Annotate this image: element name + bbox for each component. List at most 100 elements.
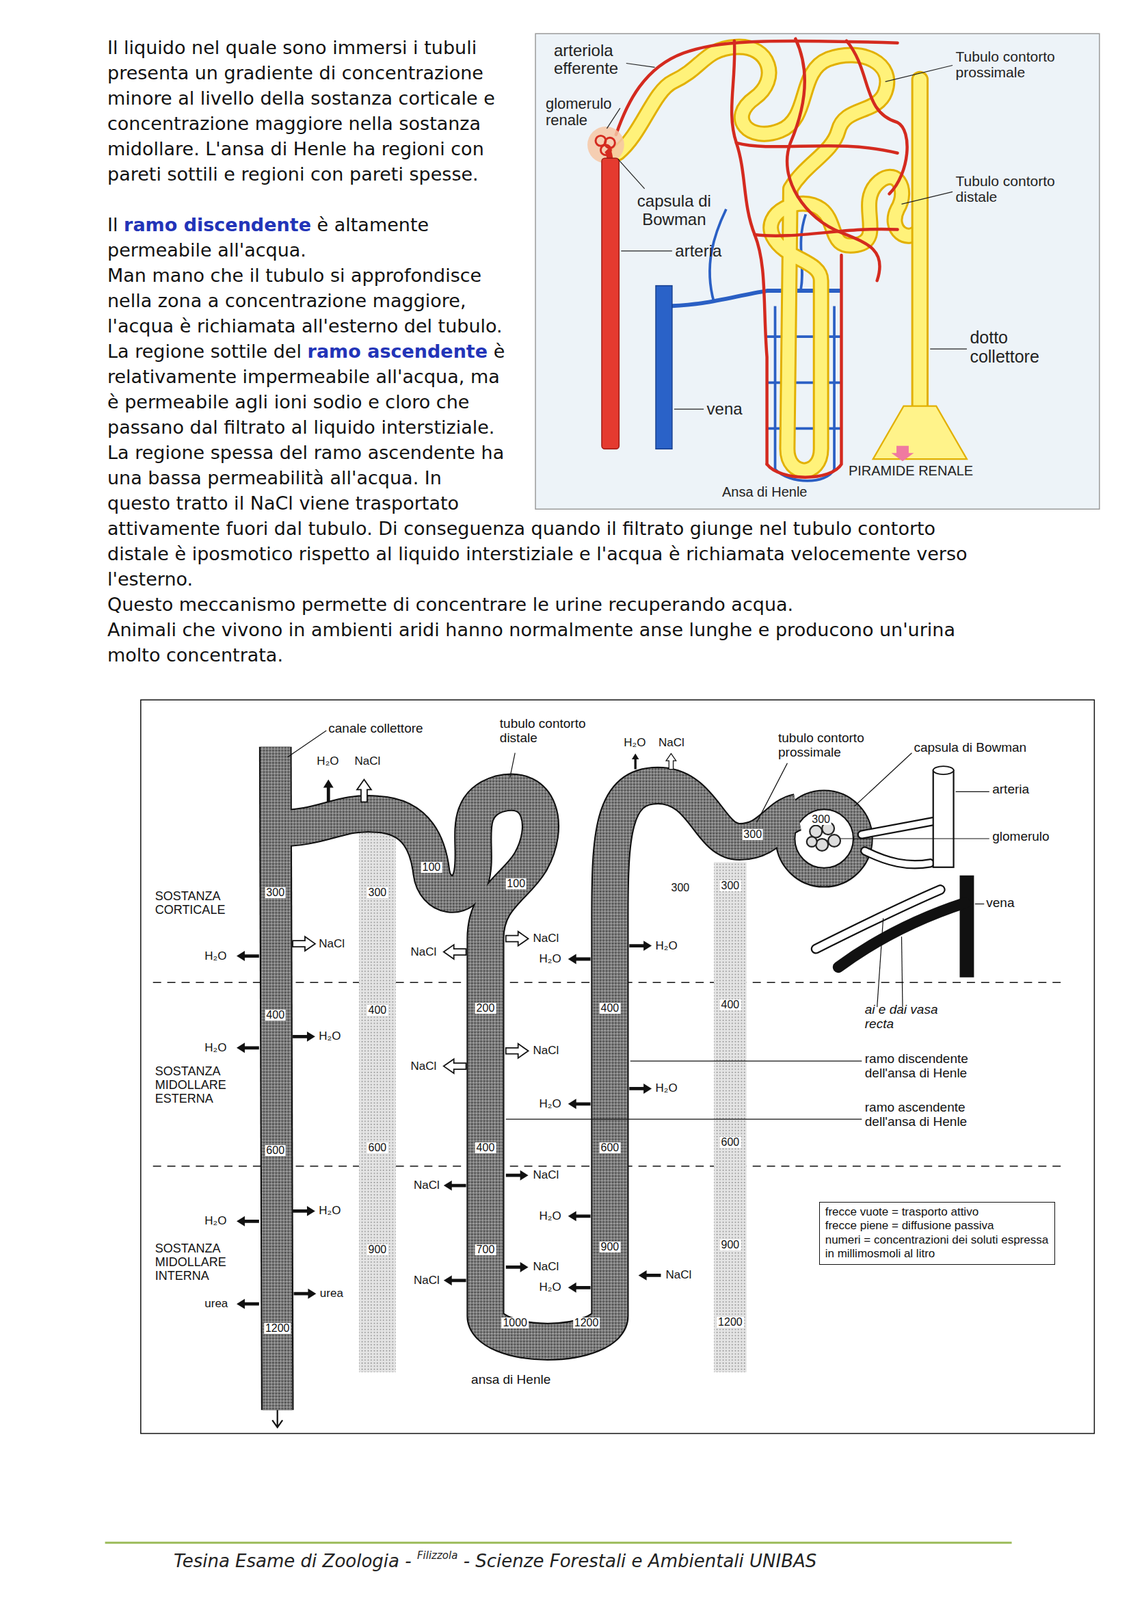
part-label: Tubulo contorto distale	[955, 173, 1084, 205]
body-paragraph: Questo meccanismo permette di concentrar…	[107, 591, 990, 617]
part-label: arteria	[674, 242, 722, 260]
leader-line	[674, 408, 704, 409]
footer-rule	[105, 1541, 1013, 1544]
concentration-number: 1200	[263, 1322, 292, 1334]
transport-arrow	[666, 753, 677, 770]
body-text: Questo meccanismo permette di concentrar…	[107, 593, 794, 615]
leader-line	[620, 250, 673, 251]
ion-label: NaCl	[664, 1268, 693, 1282]
leader-line	[287, 730, 327, 757]
ion-label: NaCl	[354, 754, 382, 768]
transport-arrow	[568, 953, 591, 965]
ion-label: NaCl	[532, 932, 561, 946]
concentration-number: 1000	[501, 1316, 529, 1328]
red-capillaries	[787, 38, 881, 281]
ion-label: H₂O	[315, 754, 340, 768]
vein	[655, 285, 673, 450]
part-label: dotto collettore	[969, 328, 1062, 366]
nephron-diagram	[140, 699, 1095, 1433]
body-text: Il	[107, 214, 118, 236]
interstitium-band	[358, 831, 396, 1372]
red-capillaries	[767, 255, 842, 478]
leader-line	[287, 730, 990, 1119]
transport-arrow	[629, 940, 652, 951]
ion-label: NaCl	[413, 1178, 441, 1192]
legend-box: frecce vuote = trasporto attivofrecce pi…	[819, 1201, 1056, 1265]
body-text: La regione sottile del	[107, 340, 302, 362]
red-capillaries	[846, 41, 908, 195]
part-label: canale collettore	[328, 720, 423, 736]
leader-line	[510, 752, 515, 778]
body-paragraph: Man mano che il tubulo si approfondisce …	[107, 262, 990, 339]
nephron-diagram	[140, 699, 1095, 1433]
ion-label: H₂O	[203, 1214, 228, 1228]
leader-line	[840, 837, 990, 839]
part-label: glomerulo renale	[545, 95, 638, 129]
legend-line: frecce vuote = trasporto attivo	[825, 1204, 1049, 1219]
concentration-number: 600	[720, 1136, 742, 1148]
glomerulus	[828, 834, 841, 847]
ion-label: H₂O	[203, 949, 228, 963]
ion-label: NaCl	[532, 1168, 561, 1182]
highlight-term: ramo discendente	[123, 214, 312, 236]
transport-arrow	[292, 1205, 316, 1216]
tubule	[618, 46, 920, 470]
ion-label: H₂O	[538, 1096, 563, 1110]
ion-label: NaCl	[532, 1044, 561, 1058]
ion-label: H₂O	[538, 1280, 563, 1294]
concentration-number: 1200	[573, 1316, 601, 1328]
glomerulus	[806, 821, 841, 851]
concentration-number: 100	[505, 877, 527, 889]
leader-line	[506, 1118, 863, 1120]
transport-arrow	[356, 779, 372, 803]
transport-arrow	[236, 753, 677, 1309]
zone-label: SOSTANZA MIDOLLARE INTERNA	[155, 1242, 243, 1283]
concentration-number: 400	[720, 999, 742, 1010]
body-text: Il liquido nel quale sono immersi i tubu…	[107, 36, 496, 185]
concentration-number: 600	[366, 1141, 388, 1153]
tubule-drawing	[275, 746, 278, 1410]
ion-label: H₂O	[203, 1040, 228, 1054]
glomerulus	[806, 836, 818, 847]
part-label: glomerulo	[992, 829, 1049, 844]
tubule-drawing	[275, 746, 278, 1410]
ion-label: urea	[203, 1297, 229, 1311]
artery	[601, 157, 619, 449]
highlight-term: ramo ascendente	[307, 340, 489, 362]
leader-line	[618, 159, 645, 189]
part-label: ramo ascendente dell'ansa di Henle	[865, 1100, 988, 1129]
concentration-number: 600	[599, 1141, 621, 1153]
part-label: Tubulo contorto prossimale	[955, 48, 1084, 81]
page-art	[105, 33, 1100, 1542]
concentration-number: 200	[475, 1002, 497, 1014]
part-label: tubulo contorto distale	[499, 717, 602, 747]
concentration-number: 400	[366, 1004, 388, 1016]
concentration-number: 300	[264, 886, 286, 898]
transport-arrow	[443, 944, 467, 959]
transport-arrow	[506, 1169, 529, 1181]
transport-arrow	[236, 1215, 260, 1227]
ion-label: H₂O	[538, 952, 563, 966]
part-label: capsula di Bowman	[625, 192, 723, 229]
zone-label: SOSTANZA CORTICALE	[155, 890, 243, 918]
concentration-number: 400	[264, 1009, 286, 1021]
ion-label: H₂O	[655, 938, 679, 952]
concentration-number: 600	[264, 1144, 286, 1156]
transport-arrow	[506, 931, 529, 946]
concentration-number: 100	[421, 861, 443, 873]
concentration-number: 300	[669, 882, 691, 894]
vessels	[861, 821, 933, 835]
ion-label: NaCl	[413, 1273, 441, 1287]
part-label: Ansa di Henle	[722, 484, 808, 500]
glomerulus	[809, 825, 822, 838]
concentration-number: 900	[599, 1241, 621, 1253]
footer-text: - Scienze Forestali e Ambientali UNIBAS	[463, 1550, 818, 1571]
transport-arrow	[638, 1269, 662, 1281]
tubule-drawing	[273, 784, 798, 1341]
transport-arrow	[629, 1083, 652, 1094]
body-text-column: Il liquido nel quale sono immersi i tubu…	[107, 34, 990, 668]
vessels	[815, 765, 967, 978]
footer-text: Filizzola	[417, 1548, 458, 1562]
transport-arrow	[323, 779, 334, 803]
part-label: tubulo contorto prossimale	[778, 730, 881, 760]
